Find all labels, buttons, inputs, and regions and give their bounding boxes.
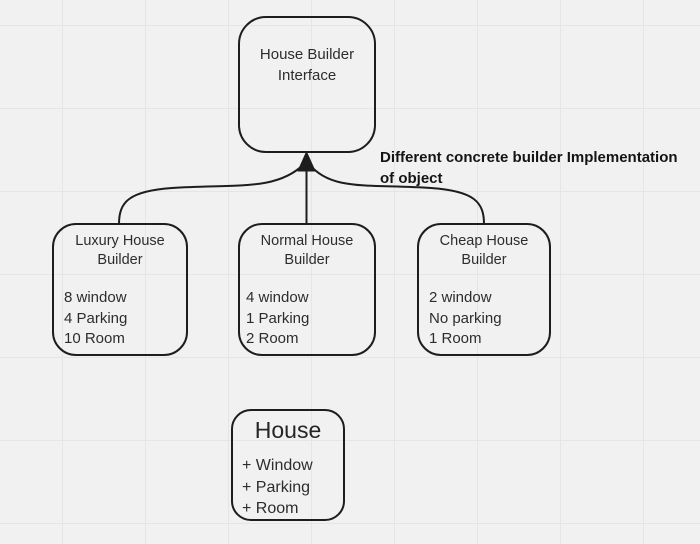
- luxury-title-line2: Builder: [97, 252, 143, 268]
- member-item: + Parking: [242, 478, 311, 496]
- normal-builder-features: 4 window 1 Parking 2 Room: [240, 270, 374, 350]
- connector-luxury-to-interface: [118, 163, 305, 225]
- node-luxury-house-builder: Luxury House Builder 8 window 4 Parking …: [52, 223, 188, 356]
- cheap-builder-features: 2 window No parking 1 Room: [419, 270, 549, 350]
- node-house-class: House + Window + Parking + Room: [231, 409, 345, 521]
- annotation-line1: Different concrete builder Implementatio…: [380, 149, 678, 166]
- annotation-line2: of object: [380, 170, 443, 187]
- feature-item: 1 Parking: [246, 309, 310, 327]
- normal-title-line1: Normal House: [260, 233, 354, 249]
- feature-item: 2 Room: [246, 330, 299, 347]
- house-class-title: House: [254, 417, 322, 443]
- node-cheap-house-builder: Cheap House Builder 2 window No parking …: [417, 223, 551, 356]
- feature-item: 8 window: [64, 289, 127, 306]
- feature-item: No parking: [429, 309, 502, 327]
- member-item: + Window: [242, 457, 313, 474]
- node-house-builder-interface: House Builder Interface: [238, 16, 376, 153]
- feature-item: 10 Room: [64, 330, 125, 347]
- normal-builder-title: Normal House Builder: [240, 225, 374, 270]
- interface-title-line1: House Builder: [259, 46, 355, 63]
- arrowhead-icon: [297, 151, 316, 172]
- feature-item: 1 Room: [429, 330, 482, 347]
- feature-item: 2 window: [429, 289, 492, 306]
- member-item: + Room: [242, 500, 299, 517]
- feature-item: 4 window: [246, 289, 309, 306]
- feature-item: 4 Parking: [64, 309, 128, 327]
- node-normal-house-builder: Normal House Builder 4 window 1 Parking …: [238, 223, 376, 356]
- interface-title-line2: Interface: [277, 67, 337, 84]
- annotation-text: Different concrete builder Implementatio…: [380, 147, 692, 189]
- luxury-title-line1: Luxury House: [75, 233, 165, 249]
- luxury-builder-features: 8 window 4 Parking 10 Room: [54, 270, 186, 350]
- cheap-builder-title: Cheap House Builder: [419, 225, 549, 270]
- luxury-builder-title: Luxury House Builder: [54, 225, 186, 270]
- cheap-title-line1: Cheap House: [439, 233, 529, 249]
- house-class-members: + Window + Parking + Room: [233, 444, 343, 520]
- normal-title-line2: Builder: [284, 252, 330, 268]
- cheap-title-line2: Builder: [461, 252, 507, 268]
